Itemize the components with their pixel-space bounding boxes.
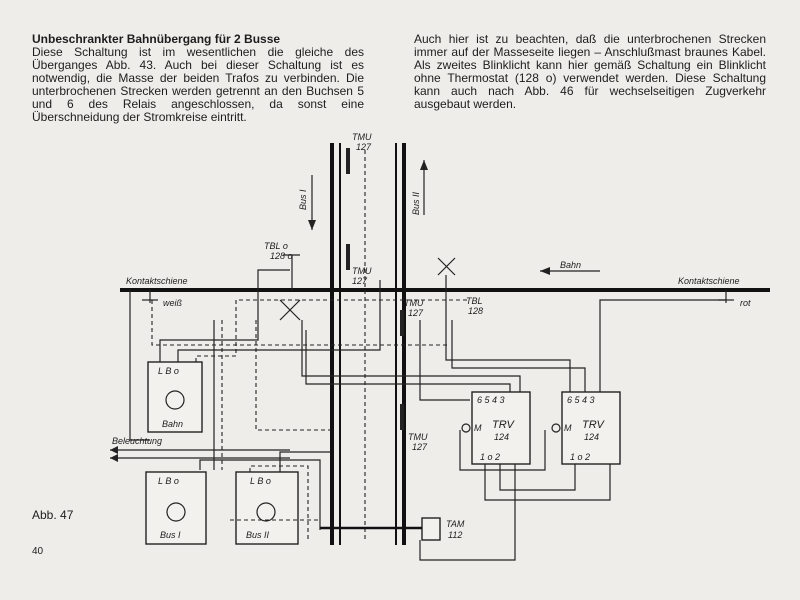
bus1-arrow-head [308,220,316,230]
tmu-bottom-label: TMU [408,432,428,442]
relay-trv-1-box [471,391,531,465]
tbl-left-number: 128 o [270,251,293,261]
trafo-bahn-name: Bahn [162,419,183,429]
section-heading: Unbeschrankter Bahnübergang für 2 Busse [32,32,281,46]
beleuchtung-arrow-head [110,446,118,454]
relay-trv-2-m: M [564,423,572,433]
tbl-left-label: TBL o [264,241,288,251]
relay-trv-1-name: TRV [492,419,515,431]
trafo-bus1-box [145,471,207,545]
tam-number: 112 [448,530,462,540]
relay-trv-2-number: 124 [584,432,599,442]
relay-trv-2-box [561,391,621,465]
trafo-bahn-dial [165,390,185,410]
relay-trv-2-name: TRV [582,419,605,431]
page-number: 40 [32,546,44,557]
right-text-column: Auch hier ist zu beachten, daß die unter… [414,33,766,111]
tbl-right-label: TBL [466,296,483,306]
tmu-top-label: TMU [352,132,372,142]
trafo-bus2-name: Bus II [246,530,270,540]
relay-trv-2-m-terminal [551,423,561,433]
tbl-left-cross-b [279,299,301,321]
weiss-label: weiß [163,298,183,308]
tmu-right-contact [400,310,404,336]
tmu-mid-contact [346,244,350,270]
beleuchtung-label: Beleuchtung [112,436,162,446]
bahn-arrow-head [540,267,550,275]
figure-caption: Abb. 47 [32,508,74,522]
tbl-right-cross-b [437,257,456,276]
tbl-right-number: 128 [468,306,483,316]
relay-trv-2-bottom-pins: 1 o 2 [570,452,590,462]
tam-box [421,517,441,541]
trafo-bus1-name: Bus I [160,530,181,540]
left-text-column: Unbeschrankter Bahnübergang für 2 Busse … [32,33,364,124]
tmu-mid-label: TMU [352,266,372,276]
wiring-lines [129,269,726,561]
trafo-bus2-dial [256,502,276,522]
tmu-right-label: TMU [404,298,424,308]
tmu-top-number: 127 [356,142,372,152]
tam-label: TAM [446,519,465,529]
kontaktschiene-left-label: Kontaktschiene [126,276,188,286]
relay-trv-1-bottom-pins: 1 o 2 [480,452,500,462]
bus2-arrow-label: Bus II [411,191,421,215]
tmu-bottom-number: 127 [412,442,428,452]
trafo-bus1-letters: L B o [158,476,179,486]
relay-trv-1-number: 124 [494,432,509,442]
right-paragraph: Auch hier ist zu beachten, daß die unter… [414,32,766,111]
kontaktschiene-right-label: Kontaktschiene [678,276,740,286]
relay-trv-1-m-terminal [461,423,471,433]
bus1-arrow-label: Bus I [298,189,308,210]
beleuchtung-arrow-head-2 [110,454,118,462]
relay-trv-2-top-pins: 6 5 4 3 [567,395,595,405]
trafo-bus1-dial [166,502,186,522]
trafo-bus2-box [235,471,299,545]
trafo-bus2-letters: L B o [250,476,271,486]
bahn-arrow-label: Bahn [560,260,581,270]
relay-trv-1-top-pins: 6 5 4 3 [477,395,505,405]
trafo-bahn-letters: L B o [158,366,179,376]
trafo-bahn-box [147,361,203,433]
tmu-top-contact [346,148,350,174]
bus2-arrow-head [420,160,428,170]
tmu-right-number: 127 [408,308,424,318]
rot-label: rot [740,298,751,308]
left-paragraph: Diese Schaltung ist im wesentlichen die … [32,45,364,124]
relay-trv-1-m: M [474,423,482,433]
tmu-bottom-contact [400,404,404,430]
tmu-mid-number: 127 [352,276,368,286]
